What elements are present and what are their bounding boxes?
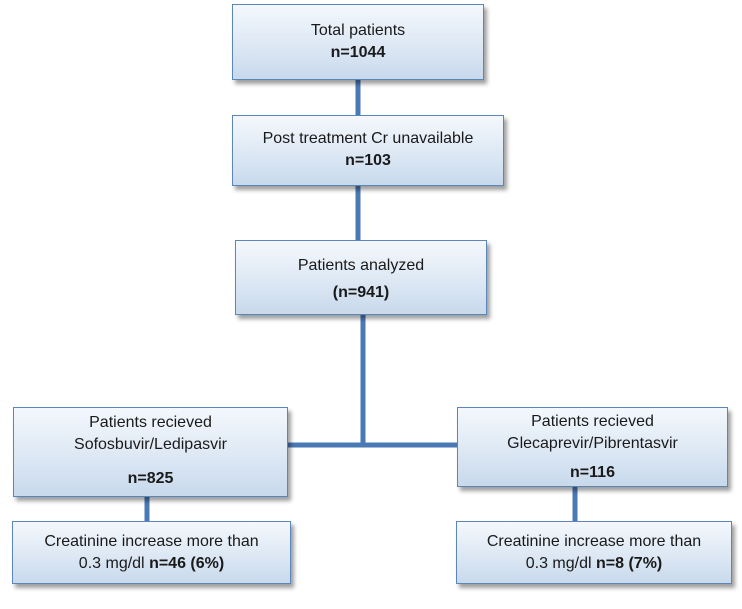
sof-ledi-count: n=825 bbox=[127, 470, 174, 487]
gle-pib-count: n=116 bbox=[570, 464, 615, 481]
sof-ledi-outcome-line2: 0.3 mg/dl n=46 (6%) bbox=[13, 553, 290, 575]
sof-ledi-outcome-line1: Creatinine increase more than bbox=[44, 533, 259, 550]
total-patients-box: Total patients n=1044 bbox=[232, 4, 484, 80]
patients-analyzed-label: Patients analyzed bbox=[297, 257, 425, 274]
sof-ledi-outcome-threshold: 0.3 mg/dl bbox=[78, 555, 145, 572]
gle-pib-outcome-box: Creatinine increase more than 0.3 mg/dl … bbox=[456, 521, 732, 584]
gle-pib-box: Patients recieved Glecaprevir/Pibrentasv… bbox=[457, 407, 728, 487]
gle-pib-outcome-value: n=8 (7%) bbox=[596, 555, 663, 572]
total-patients-count: n=1044 bbox=[330, 44, 386, 61]
sof-ledi-label-line2: Sofosbuvir/Ledipasvir bbox=[74, 436, 227, 453]
cr-unavailable-box: Post treatment Cr unavailable n=103 bbox=[232, 115, 504, 186]
sof-ledi-outcome-value: n=46 (6%) bbox=[149, 555, 225, 572]
sof-ledi-outcome-box: Creatinine increase more than 0.3 mg/dl … bbox=[12, 521, 291, 584]
gle-pib-outcome-line2: 0.3 mg/dl n=8 (7%) bbox=[457, 553, 731, 575]
cr-unavailable-count: n=103 bbox=[345, 152, 391, 169]
sof-ledi-label-line1: Patients recieved bbox=[89, 414, 212, 431]
patients-analyzed-count: (n=941) bbox=[332, 284, 390, 301]
patients-analyzed-box: Patients analyzed (n=941) bbox=[235, 240, 487, 315]
gle-pib-label-line2: Glecaprevir/Pibrentasvir bbox=[507, 435, 678, 452]
gle-pib-label-line1: Patients recieved bbox=[531, 413, 654, 430]
cr-unavailable-label: Post treatment Cr unavailable bbox=[262, 130, 474, 147]
gle-pib-outcome-threshold: 0.3 mg/dl bbox=[525, 555, 592, 572]
sof-ledi-box: Patients recieved Sofosbuvir/Ledipasvir … bbox=[13, 407, 288, 497]
gle-pib-outcome-line1: Creatinine increase more than bbox=[486, 533, 702, 550]
total-patients-label: Total patients bbox=[310, 22, 406, 39]
